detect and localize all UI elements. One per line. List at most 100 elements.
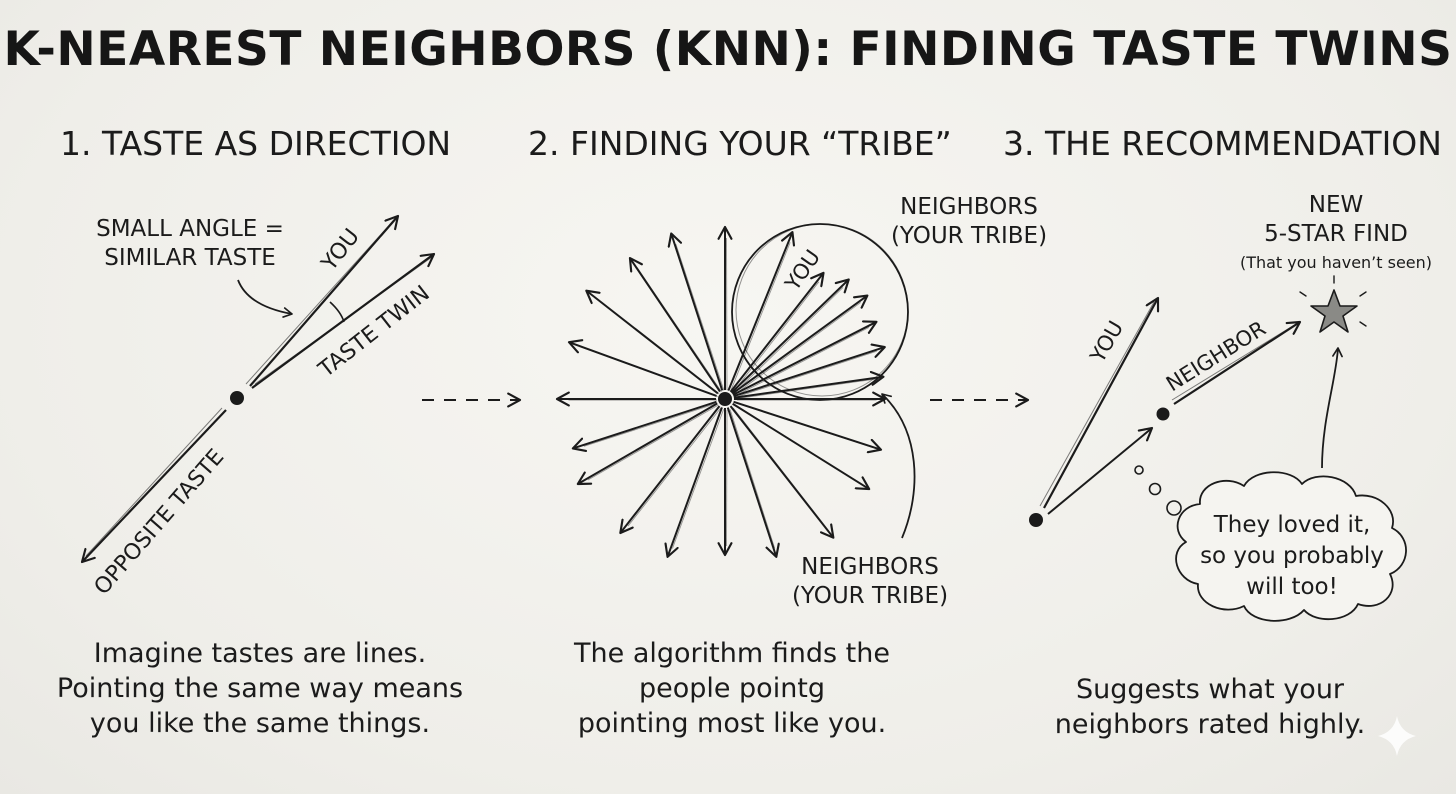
caption-line: Pointing the same way means [56, 673, 464, 704]
you-vector-sketch [1039, 301, 1155, 507]
user-vector-sketch [736, 350, 877, 398]
you-label: YOU [780, 245, 825, 295]
angle-pointer-arrow [237, 279, 293, 318]
user-vector [667, 232, 724, 391]
you-label: YOU [316, 224, 364, 276]
user-vector-sketch [734, 302, 862, 395]
star-icon [1310, 289, 1358, 333]
user-vector-sketch [735, 326, 870, 396]
section-2-caption: The algorithm finds the people pointg po… [512, 636, 952, 741]
user-vector [731, 294, 869, 395]
section-2-diagram: YOU NEIGHBORS (YOUR TRIBE) NEIGHBORS (YO… [555, 194, 1047, 609]
user-vector [732, 402, 871, 491]
user-vector [733, 370, 885, 399]
user-vector [585, 289, 719, 395]
caption-line: you like the same things. [89, 708, 431, 739]
user-vector-sketch [736, 378, 876, 400]
user-vector-sketch [726, 237, 728, 391]
section-3-heading: 3. THE RECOMMENDATION [1003, 124, 1442, 163]
tribe-label-bottom-line1: NEIGHBORS [801, 554, 939, 580]
thought-bubbles [1134, 465, 1182, 516]
user-vector [628, 256, 721, 393]
you-origin-dot [1029, 513, 1043, 527]
caption-line: Suggests what your [1075, 674, 1345, 705]
user-vector [619, 405, 721, 535]
tribe-pointer-arrow [881, 393, 916, 539]
small-angle-arc [329, 301, 345, 323]
caption-line: pointing most like you. [577, 708, 887, 739]
section-1-heading: 1. TASTE AS DIRECTION [60, 124, 452, 163]
angle-label-line1: SMALL ANGLE = [96, 216, 284, 242]
user-vector-sketch [732, 407, 830, 532]
you-vector-sketch [245, 219, 395, 385]
page-title: K-NEAREST NEIGHBORS (KNN): FINDING TASTE… [3, 22, 1453, 77]
tribe-label-top-line2: (YOUR TRIBE) [891, 223, 1047, 249]
thought-line2: so you probably [1200, 543, 1384, 569]
tribe-label-bottom-line2: (YOUR TRIBE) [792, 583, 948, 609]
you-to-neighbor-vector [1047, 426, 1154, 515]
user-vector [729, 405, 835, 539]
user-vector-sketch [732, 281, 820, 393]
user-vector [730, 278, 850, 394]
user-vector-sketch [729, 409, 776, 549]
find-label-line3: (That you haven’t seen) [1240, 253, 1432, 272]
neighbor-vector-sketch [1171, 323, 1297, 401]
origin-dot [230, 391, 244, 405]
user-vectors [555, 225, 887, 558]
neighbor-label: NEIGHBOR [1162, 316, 1270, 396]
user-vector [726, 407, 780, 558]
user-vector-sketch [627, 407, 722, 527]
user-vector [571, 400, 717, 452]
section-2-heading: 2. FINDING YOUR “TRIBE” [528, 124, 952, 163]
user-vector-sketch [636, 267, 722, 392]
user-vector-sketch [730, 242, 791, 391]
section-3-diagram: YOU NEIGHBOR NEW 5-STAR FIND (That you h… [1029, 192, 1432, 622]
user-vector-sketch [583, 402, 718, 447]
thought-cloud [1175, 471, 1407, 622]
caption-line: The algorithm finds the [574, 638, 890, 669]
caption-line: neighbors rated highly. [1054, 709, 1366, 740]
user-vector [727, 231, 796, 392]
section-1-caption: Imagine tastes are lines. Pointing the s… [40, 636, 480, 741]
user-vector-sketch [587, 404, 719, 481]
neighbor-vector [1173, 320, 1302, 405]
user-vector [732, 320, 878, 396]
user-vector [729, 271, 825, 393]
opposite-taste-vector-sketch [85, 407, 223, 557]
you-vector [249, 214, 400, 387]
star-sparkles [1299, 275, 1367, 327]
user-vector-sketch [733, 287, 844, 394]
thought-line1: They loved it, [1213, 512, 1371, 538]
user-vector [664, 407, 723, 558]
tribe-circle-sketch [735, 223, 909, 397]
user-vector-sketch [672, 409, 725, 549]
sparkle-icon [1378, 716, 1416, 756]
find-label-line2: 5-STAR FIND [1264, 221, 1408, 247]
user-vector-sketch [726, 409, 728, 547]
user-vector-sketch [736, 402, 874, 449]
user-vector-sketch [579, 346, 718, 398]
user-vector [567, 339, 717, 397]
user-vector-sketch [675, 243, 725, 391]
center-dot [718, 392, 732, 406]
user-vector [576, 402, 718, 486]
user-vector-sketch [735, 404, 863, 486]
section-3-caption: Suggests what your neighbors rated highl… [990, 672, 1430, 742]
opposite-taste-vector [80, 409, 227, 564]
user-vector-sketch [595, 297, 720, 395]
find-label-line1: NEW [1309, 192, 1363, 218]
you-vector [1043, 296, 1160, 509]
neighbor-dot [1156, 407, 1170, 421]
cloud-to-star-arrow [1321, 347, 1343, 469]
tribe-label-top-line1: NEIGHBORS [900, 194, 1038, 220]
thought-line3: will too! [1246, 574, 1338, 600]
section-1-diagram: SMALL ANGLE = SIMILAR TASTE YOU TASTE TW… [80, 214, 436, 600]
caption-line: Imagine tastes are lines. [93, 638, 427, 669]
taste-twin-label: TASTE TWIN [314, 281, 435, 383]
caption-line: people pointg [638, 673, 826, 704]
user-vector [733, 400, 883, 454]
opposite-taste-label: OPPOSITE TASTE [90, 445, 230, 600]
user-vector [733, 343, 886, 398]
angle-label-line2: SIMILAR TASTE [104, 245, 276, 271]
